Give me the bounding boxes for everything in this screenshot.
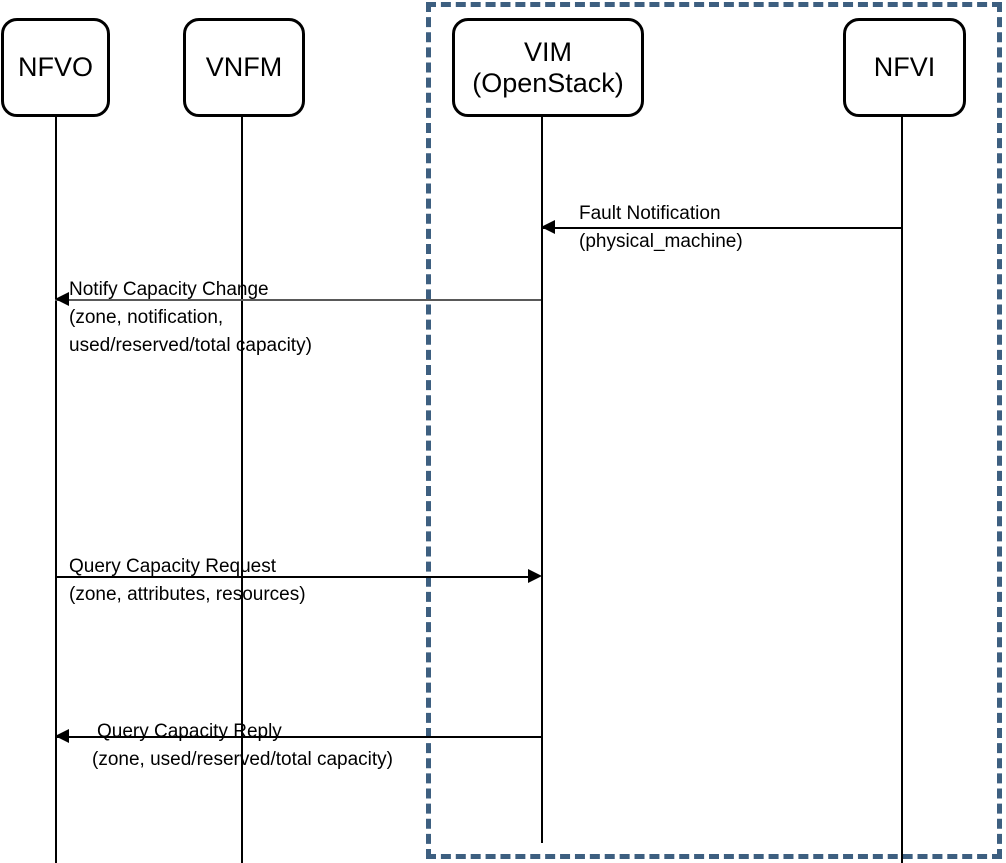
arrow-head-fault-notification bbox=[541, 220, 555, 234]
lifeline-nfvi bbox=[901, 117, 903, 863]
message-label-query-capacity-request-above: Query Capacity Request bbox=[69, 556, 276, 577]
actor-label-vim: VIM (OpenStack) bbox=[472, 37, 624, 98]
message-label-query-capacity-request-below: (zone, attributes, resources) bbox=[69, 584, 306, 605]
lifeline-vnfm bbox=[241, 117, 243, 863]
message-label-query-capacity-reply-below: (zone, used/reserved/total capacity) bbox=[92, 749, 393, 770]
actor-label-nfvi: NFVI bbox=[873, 52, 936, 83]
actor-box-nfvo[interactable]: NFVO bbox=[1, 18, 110, 117]
actor-label-vnfm: VNFM bbox=[205, 52, 283, 83]
arrow-head-query-capacity-request bbox=[528, 569, 542, 583]
message-label-notify-capacity-change-below: (zone, notification, used/reserved/total… bbox=[69, 307, 312, 356]
arrow-head-notify-capacity-change bbox=[55, 292, 69, 306]
nfv-boundary-box bbox=[426, 2, 1002, 859]
message-line-query-capacity-request bbox=[55, 576, 528, 578]
lifeline-vim bbox=[541, 117, 543, 843]
message-line-query-capacity-reply bbox=[55, 736, 541, 738]
message-line-fault-notification bbox=[541, 227, 901, 229]
arrow-head-query-capacity-reply bbox=[55, 729, 69, 743]
message-label-fault-notification-below: (physical_machine) bbox=[579, 231, 743, 252]
message-line-notify-capacity-change bbox=[55, 299, 541, 301]
lifeline-nfvo bbox=[55, 117, 57, 863]
actor-box-vim[interactable]: VIM (OpenStack) bbox=[452, 18, 644, 117]
actor-box-vnfm[interactable]: VNFM bbox=[183, 18, 305, 117]
actor-label-nfvo: NFVO bbox=[17, 52, 93, 83]
message-label-fault-notification-above: Fault Notification bbox=[579, 203, 721, 224]
message-label-notify-capacity-change-above: Notify Capacity Change bbox=[69, 279, 269, 300]
message-label-query-capacity-reply-above: Query Capacity Reply bbox=[97, 721, 282, 742]
actor-box-nfvi[interactable]: NFVI bbox=[843, 18, 966, 117]
